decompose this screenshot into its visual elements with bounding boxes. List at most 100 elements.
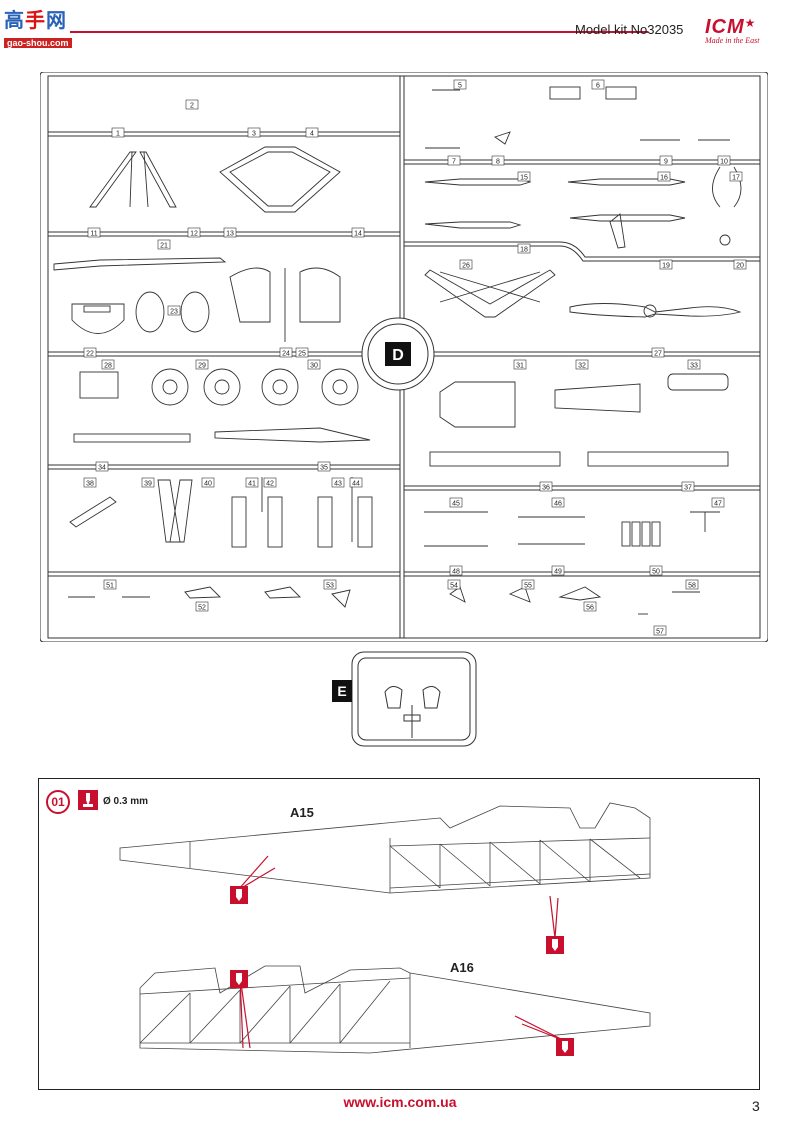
part-number-3: 3 <box>252 131 256 138</box>
part-number-20: 20 <box>736 263 744 270</box>
part-number-11: 11 <box>90 231 97 238</box>
part-number-27: 27 <box>654 351 662 358</box>
part-number-36: 36 <box>542 485 550 492</box>
sprue-d-letter: D <box>392 347 404 364</box>
part-tag-box <box>453 79 467 90</box>
assembly-step-box <box>38 778 760 1090</box>
part-number-5: 5 <box>458 83 462 90</box>
fuselage-drawings <box>119 802 651 1056</box>
part-tag-box <box>83 477 97 488</box>
part-number-43: 43 <box>334 481 342 488</box>
part-number-44: 44 <box>352 481 360 488</box>
part-number-30: 30 <box>310 363 318 370</box>
part-label-a16: A16 <box>450 960 474 975</box>
part-number-8: 8 <box>496 159 500 166</box>
part-tag-box <box>539 481 553 492</box>
sprue-e-letter: E <box>337 683 346 699</box>
part-tag-box <box>167 305 181 316</box>
sprue-e-frame: E <box>332 651 477 747</box>
part-tag-box <box>687 359 701 370</box>
part-tag-box <box>305 127 319 138</box>
part-tag-box <box>659 259 673 270</box>
part-tag-box <box>491 155 505 166</box>
part-number-45: 45 <box>452 501 460 508</box>
site-logo-url: gao-shou.com <box>4 38 72 48</box>
part-tag-box <box>195 359 209 370</box>
part-number-46: 46 <box>554 501 562 508</box>
part-number-38: 38 <box>86 481 94 488</box>
part-tag-box <box>245 477 259 488</box>
part-number-7: 7 <box>452 159 456 166</box>
footer-url[interactable]: www.icm.com.ua <box>343 1094 457 1110</box>
part-number-37: 37 <box>684 485 692 492</box>
header-rule <box>70 31 648 33</box>
part-number-47: 47 <box>714 501 722 508</box>
part-tag-box <box>681 481 695 492</box>
part-tag-box <box>87 227 101 238</box>
part-tag-box <box>449 497 463 508</box>
page-number: 3 <box>752 1098 760 1114</box>
part-number-22: 22 <box>86 351 94 358</box>
part-number-55: 55 <box>524 583 532 590</box>
part-tag-box <box>187 227 201 238</box>
part-tag-box <box>575 359 589 370</box>
part-number-50: 50 <box>652 569 660 576</box>
part-number-21: 21 <box>160 243 168 250</box>
part-number-12: 12 <box>190 231 198 238</box>
part-number-35: 35 <box>320 465 328 472</box>
part-number-1: 1 <box>116 131 120 138</box>
part-number-9: 9 <box>664 159 668 166</box>
part-number-53: 53 <box>326 583 334 590</box>
part-tag-box <box>247 127 261 138</box>
part-tag-box <box>517 243 531 254</box>
part-number-32: 32 <box>578 363 586 370</box>
brand-name: ICM <box>705 16 745 38</box>
part-tag-box <box>513 359 527 370</box>
part-tag-box <box>141 477 155 488</box>
part-number-23: 23 <box>170 309 178 316</box>
part-tag-box <box>517 171 531 182</box>
part-tag-box <box>295 347 309 358</box>
part-label-a15: A15 <box>290 805 314 820</box>
part-tag-box <box>447 155 461 166</box>
part-number-34: 34 <box>98 465 106 472</box>
part-tag-box <box>101 359 115 370</box>
part-tag-box <box>657 171 671 182</box>
part-number-18: 18 <box>520 247 528 254</box>
part-number-13: 13 <box>226 231 234 238</box>
part-tag-box <box>83 347 97 358</box>
part-number-54: 54 <box>450 583 458 590</box>
part-tag-box <box>279 347 293 358</box>
part-tag-box <box>653 625 667 636</box>
part-number-6: 6 <box>596 83 600 90</box>
part-number-48: 48 <box>452 569 460 576</box>
part-number-2: 2 <box>190 103 194 110</box>
part-tag-box <box>551 497 565 508</box>
part-number-57: 57 <box>656 629 664 636</box>
part-tag-box <box>733 259 747 270</box>
part-tag-box <box>201 477 215 488</box>
part-number-15: 15 <box>520 175 528 182</box>
part-number-24: 24 <box>282 351 290 358</box>
part-number-19: 19 <box>662 263 670 270</box>
part-tag-box <box>447 579 461 590</box>
part-tag-box <box>521 579 535 590</box>
part-tag-box <box>591 79 605 90</box>
part-number-4: 4 <box>310 131 314 138</box>
drill-icon <box>78 790 98 810</box>
part-number-33: 33 <box>690 363 698 370</box>
part-tag-box <box>103 579 117 590</box>
part-tag-box <box>95 461 109 472</box>
part-number-56: 56 <box>586 605 594 612</box>
part-tag-box <box>323 579 337 590</box>
part-tag-box <box>649 565 663 576</box>
part-number-40: 40 <box>204 481 212 488</box>
part-number-10: 10 <box>720 159 728 166</box>
part-tag-box <box>459 259 473 270</box>
part-number-31: 31 <box>516 363 524 370</box>
part-tag-box <box>111 127 125 138</box>
site-logo[interactable]: 高手网 gao-shou.com <box>4 4 84 48</box>
brand-logo: ICM★ Made in the East <box>705 16 775 45</box>
part-number-14: 14 <box>354 231 362 238</box>
